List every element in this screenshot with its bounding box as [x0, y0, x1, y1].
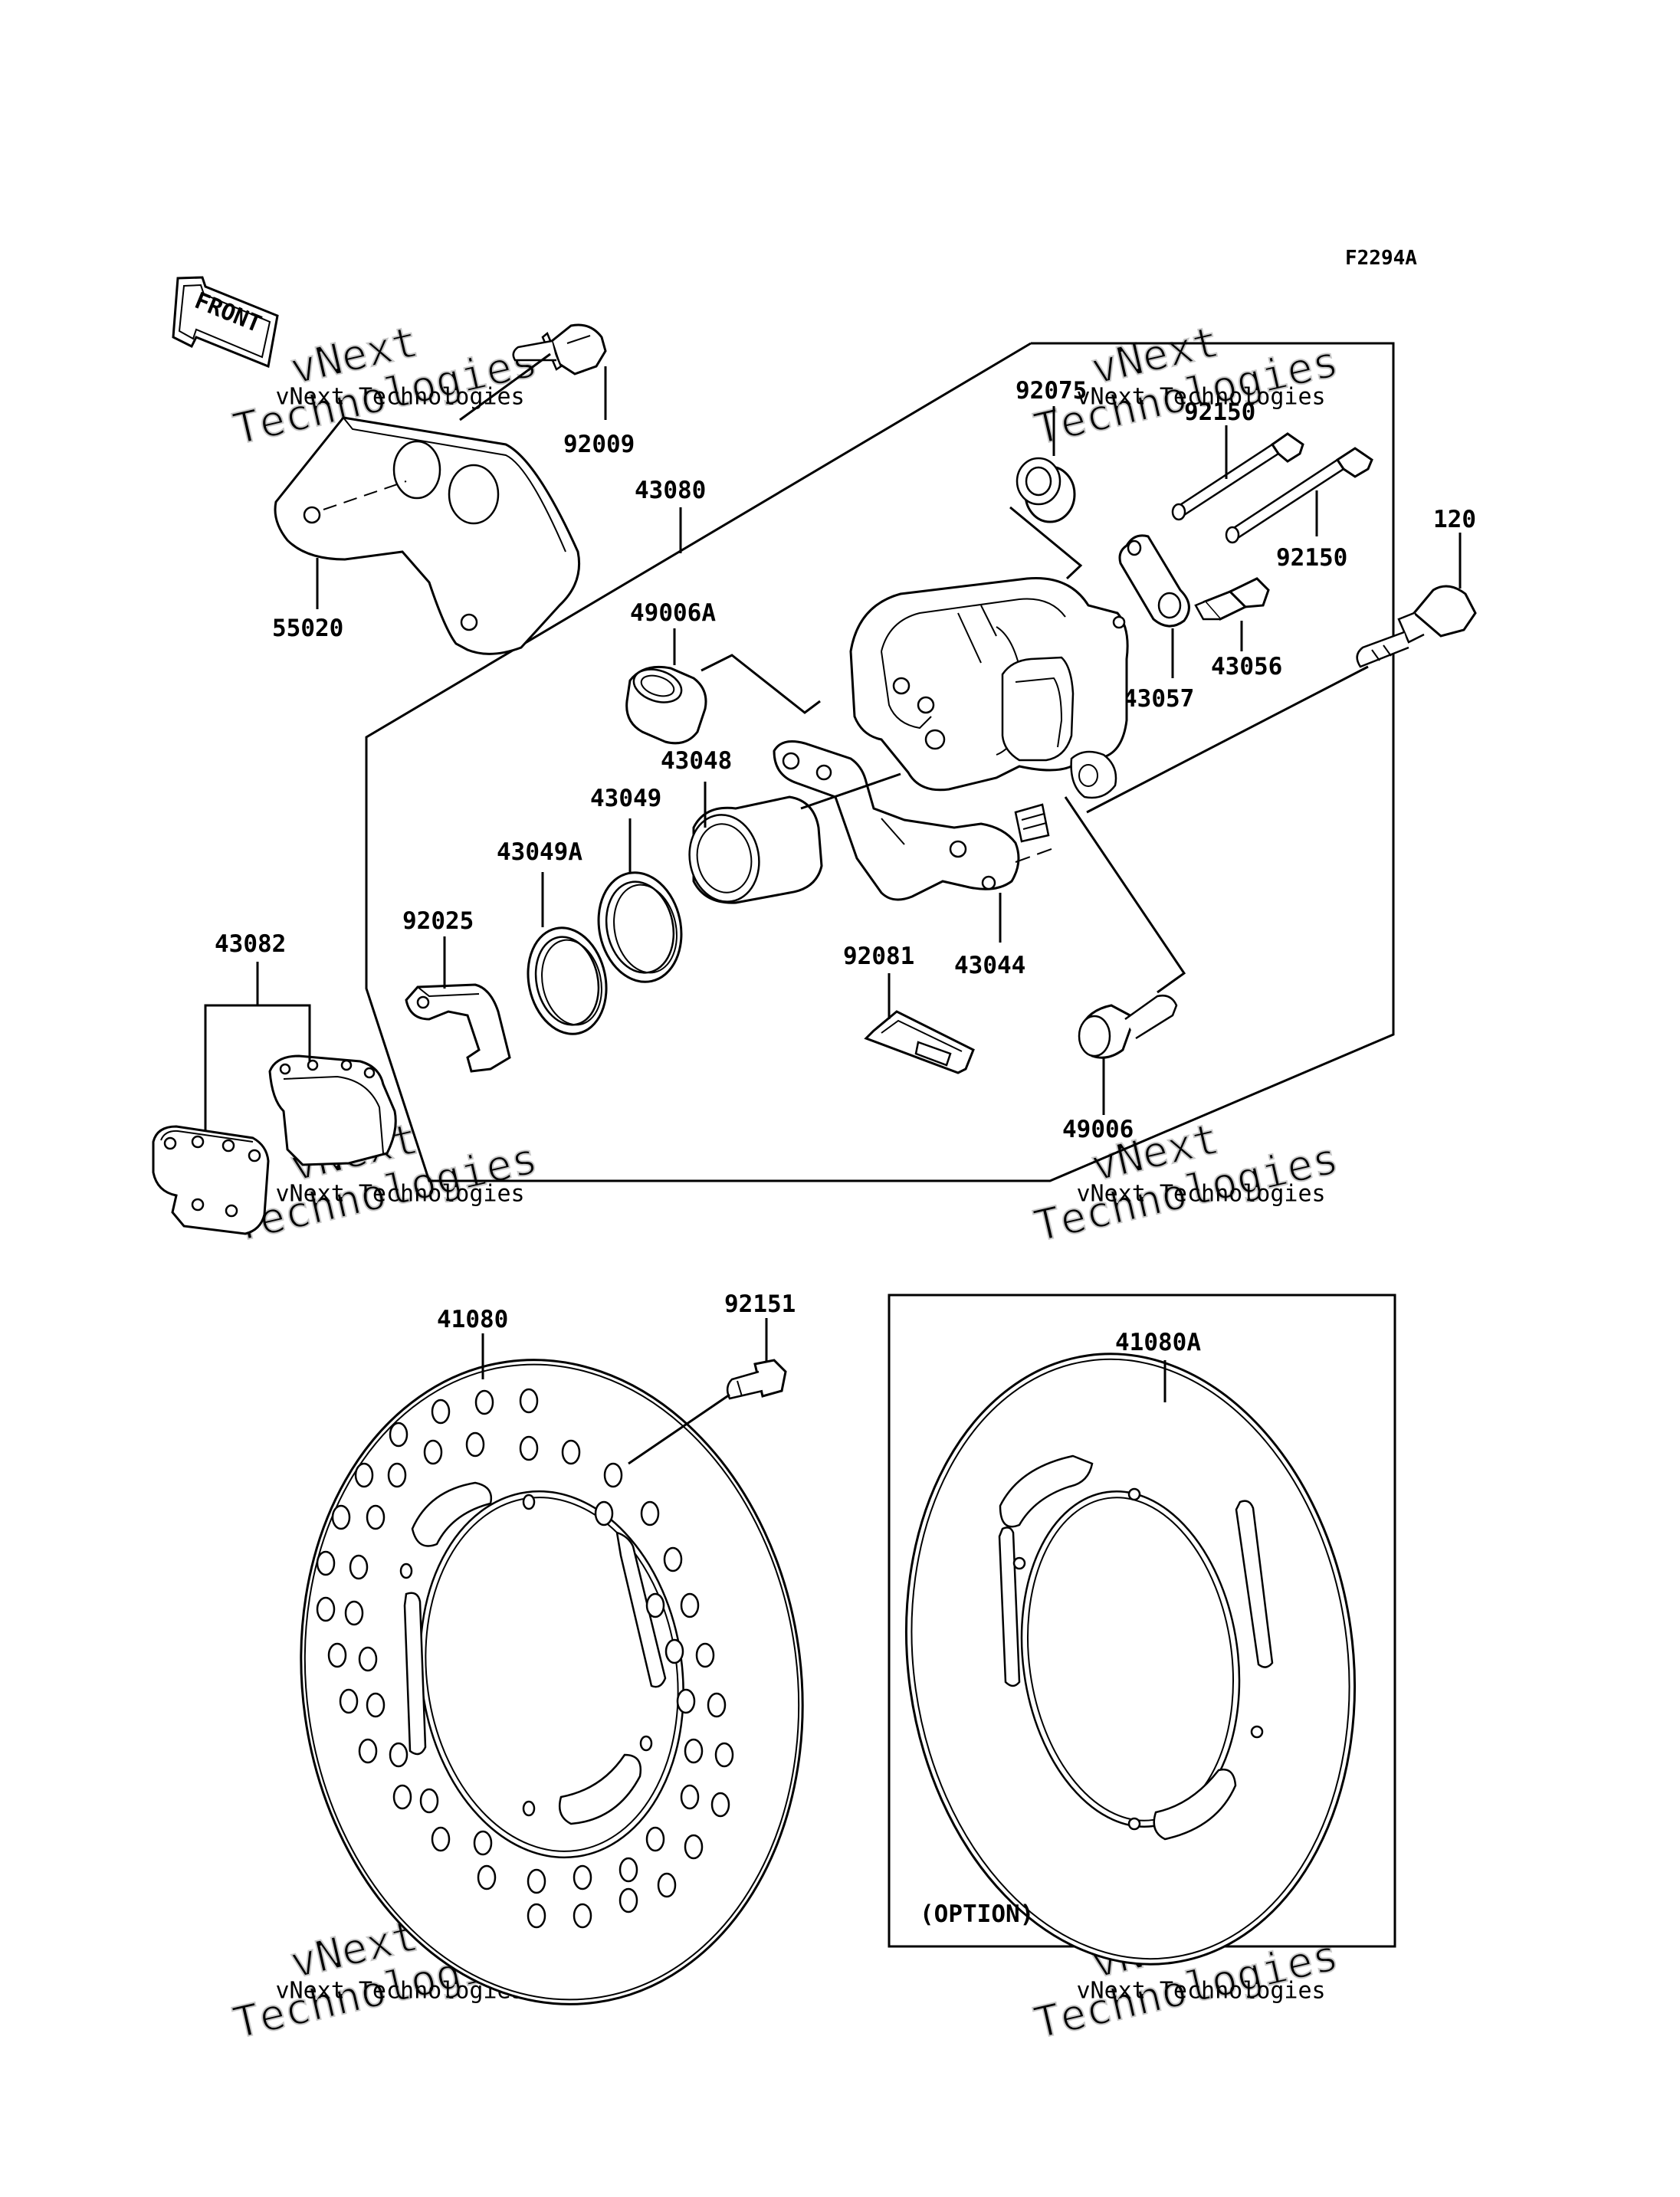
- svg-text:vNext Technologies: vNext Technologies: [1076, 1978, 1325, 2005]
- brake-disc-part: [300, 1359, 804, 2005]
- part-label-92009: 92009: [563, 431, 635, 458]
- pin-part-b: [1225, 447, 1373, 544]
- part-label-55020: 55020: [272, 615, 343, 642]
- disc-screw-part: [726, 1359, 787, 1400]
- part-label-120: 120: [1433, 506, 1476, 533]
- part-label-43044: 43044: [954, 952, 1025, 979]
- caliper-body-part: [849, 576, 1129, 799]
- brake-pad-part-a: [152, 1125, 270, 1235]
- boot-49006A-part: [625, 665, 707, 745]
- leader-49006A-to-caliper: [701, 654, 821, 714]
- holder-part: [773, 740, 1050, 901]
- part-label-92150-b: 92150: [1276, 544, 1347, 572]
- part-label-43056: 43056: [1211, 653, 1282, 680]
- part-label-92075: 92075: [1016, 377, 1087, 405]
- seal-part: [597, 871, 683, 983]
- part-label-49006: 49006: [1062, 1116, 1134, 1143]
- piston-part: [688, 795, 823, 904]
- brake-pad-part-b: [268, 1054, 397, 1166]
- part-label-49006A-visible: 49006A: [630, 599, 716, 627]
- bolt-120-part: [1356, 585, 1477, 668]
- leader-92075-to-caliper: [1009, 506, 1083, 580]
- shim-part: [864, 1010, 975, 1074]
- part-label-43048: 43048: [661, 747, 732, 775]
- brake-disc-option-part: [904, 1353, 1357, 1966]
- seal-a-part: [527, 926, 608, 1035]
- part-label-92151: 92151: [724, 1290, 796, 1318]
- part-label-43082: 43082: [215, 930, 286, 958]
- figure-code: F2294A: [1345, 247, 1417, 270]
- part-label-41080: 41080: [437, 1306, 508, 1333]
- pin-part-a: [1171, 432, 1304, 521]
- bracket-part: [274, 416, 581, 655]
- svg-text:vNext Technologies: vNext Technologies: [1076, 1181, 1325, 1208]
- part-label-41080A: 41080A: [1115, 1329, 1201, 1356]
- leader-120-to-caliper: [1086, 665, 1369, 814]
- disc-vent-holes: [316, 1388, 734, 1929]
- leader-92009-bolt: [459, 353, 551, 421]
- assembly-outline-43080: [365, 342, 1395, 1182]
- clip-part: [1118, 534, 1190, 628]
- bolt-part: [512, 323, 607, 375]
- part-label-92025: 92025: [402, 907, 474, 935]
- part-label-43049: 43049: [590, 785, 661, 812]
- option-label: (OPTION): [920, 1900, 1034, 1928]
- boot-part: [1016, 457, 1076, 523]
- part-label-43057: 43057: [1123, 685, 1194, 713]
- part-label-43080: 43080: [635, 477, 706, 504]
- svg-text:vNext Technologies: vNext Technologies: [275, 1181, 524, 1208]
- leader-92151-bolt: [628, 1393, 730, 1465]
- part-label-43049A: 43049A: [497, 838, 582, 866]
- svg-text:vNext Technologies: vNext Technologies: [275, 384, 524, 411]
- svg-text:vNext Technologies: vNext Technologies: [1076, 384, 1325, 411]
- bleeder-part: [1194, 577, 1270, 621]
- leader-43048-to-caliper: [800, 772, 901, 810]
- spring-part: [405, 983, 511, 1073]
- guide-43044: [1015, 846, 1058, 863]
- front-arrow-icon: FRONT: [172, 276, 279, 369]
- part-label-92150-a: 92150: [1184, 398, 1255, 426]
- leader-49006-to-caliper: [1064, 796, 1186, 994]
- pin-bolt-part: [1078, 995, 1178, 1059]
- part-label-92081: 92081: [843, 943, 914, 970]
